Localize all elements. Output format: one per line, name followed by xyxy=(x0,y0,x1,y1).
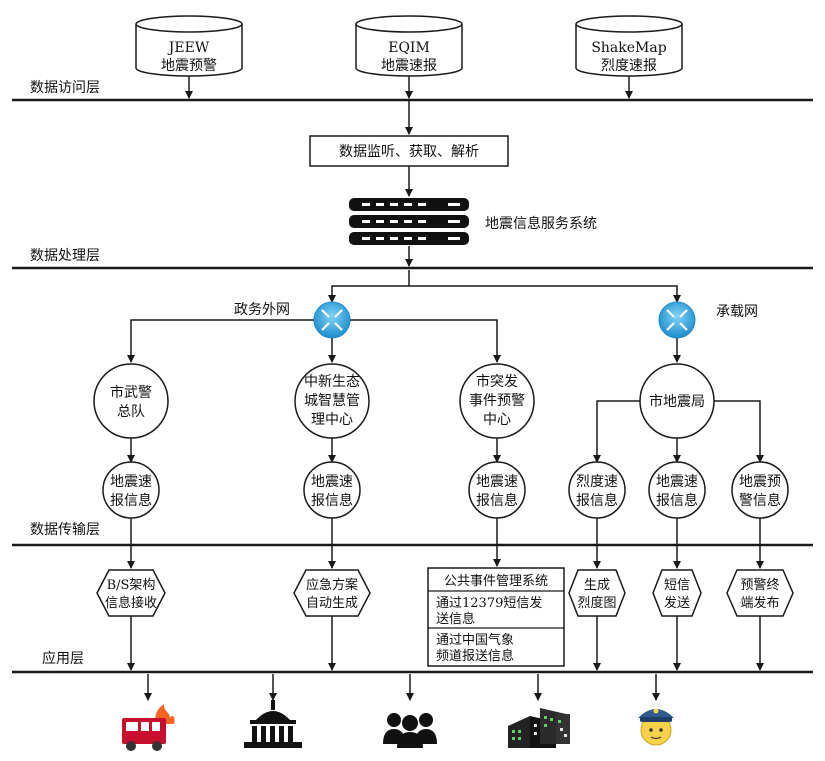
app-bs-receiver: B/S架构 信息接收 xyxy=(96,569,166,617)
message-node: 地震速 报信息 xyxy=(303,461,361,519)
layer-label-processing: 数据处理层 xyxy=(30,248,100,264)
svg-text:市地震局: 市地震局 xyxy=(649,393,705,410)
network-label-gov: 政务外网 xyxy=(234,302,290,318)
svg-text:总队: 总队 xyxy=(117,404,145,420)
source-jeew: JEEW 地震预警 xyxy=(135,15,243,77)
router-icon xyxy=(313,301,351,339)
svg-text:烈度速: 烈度速 xyxy=(576,474,618,490)
app-sms: 短信 发送 xyxy=(652,569,702,617)
source-desc: 烈度速报 xyxy=(601,58,657,74)
svg-text:地震速: 地震速 xyxy=(656,474,698,490)
message-node: 烈度速 报信息 xyxy=(568,461,626,519)
svg-text:城智慧管: 城智慧管 xyxy=(304,393,360,409)
app-arrows xyxy=(127,616,764,671)
agency-eco-city: 中新生态 城智慧管 理中心 xyxy=(294,363,370,439)
server-icon xyxy=(349,198,469,245)
svg-text:市武警: 市武警 xyxy=(110,384,152,401)
svg-text:发送: 发送 xyxy=(664,595,690,611)
svg-text:预警终: 预警终 xyxy=(740,577,779,593)
svg-text:B/S架构: B/S架构 xyxy=(107,578,156,593)
source-desc: 地震速报 xyxy=(381,58,437,74)
message-node: 地震速 报信息 xyxy=(102,461,160,519)
svg-text:自动生成: 自动生成 xyxy=(306,596,358,611)
svg-text:应急方案: 应急方案 xyxy=(306,577,358,593)
svg-text:地震速: 地震速 xyxy=(311,474,353,490)
network-label-carrier: 承载网 xyxy=(716,304,758,320)
svg-text:频道报送信息: 频道报送信息 xyxy=(436,648,514,664)
svg-text:理中心: 理中心 xyxy=(311,412,353,428)
message-node: 地震速 报信息 xyxy=(648,461,706,519)
server-label: 地震信息服务系统 xyxy=(485,215,597,232)
app-emergency-plan: 应急方案 自动生成 xyxy=(293,569,371,617)
source-name: JEEW xyxy=(167,40,210,56)
svg-text:报信息: 报信息 xyxy=(110,492,152,509)
svg-text:短信: 短信 xyxy=(664,578,690,593)
svg-text:警信息: 警信息 xyxy=(739,492,781,509)
people-group-icon xyxy=(383,713,437,748)
city-buildings-icon xyxy=(508,708,570,748)
router-arrows xyxy=(328,270,681,303)
endpoint-arrows xyxy=(144,674,660,701)
layer-label-transmission: 数据传输层 xyxy=(30,522,100,538)
svg-text:信息接收: 信息接收 xyxy=(105,595,157,611)
svg-text:地震速: 地震速 xyxy=(110,474,152,490)
system-title: 公共事件管理系统 xyxy=(444,574,548,589)
source-name: ShakeMap xyxy=(591,40,666,56)
app-intensity-map: 生成 烈度图 xyxy=(568,569,626,617)
svg-text:中心: 中心 xyxy=(483,412,511,428)
agency-armed-police: 市武警 总队 xyxy=(93,363,169,439)
app-terminal-release: 预警终 端发布 xyxy=(726,569,794,617)
monitor-label: 数据监听、获取、解析 xyxy=(339,144,479,160)
message-node: 地震速 报信息 xyxy=(468,461,526,519)
police-officer-icon xyxy=(638,708,674,746)
svg-text:通过12379短信发: 通过12379短信发 xyxy=(436,595,542,611)
svg-text:地震预: 地震预 xyxy=(739,474,781,490)
svg-text:市突发: 市突发 xyxy=(476,373,518,390)
public-event-system: 公共事件管理系统 通过12379短信发 送信息 通过中国气象 频道报送信息 xyxy=(427,567,565,667)
agency-emergency-center: 市突发 事件预警 中心 xyxy=(459,363,535,439)
svg-text:烈度图: 烈度图 xyxy=(577,595,616,611)
svg-text:报信息: 报信息 xyxy=(311,492,353,509)
layer-label-application: 应用层 xyxy=(42,650,84,667)
fire-truck-icon xyxy=(122,704,175,751)
svg-text:送信息: 送信息 xyxy=(436,611,475,627)
router-icon xyxy=(658,301,696,339)
svg-text:中新生态: 中新生态 xyxy=(304,374,360,390)
svg-text:报信息: 报信息 xyxy=(476,492,518,509)
source-desc: 地震预警 xyxy=(161,58,217,74)
svg-text:事件预警: 事件预警 xyxy=(469,393,525,409)
monitor-box: 数据监听、获取、解析 xyxy=(309,135,509,167)
message-node: 地震预 警信息 xyxy=(731,461,789,519)
agency-arrows xyxy=(127,400,764,463)
source-eqim: EQIM 地震速报 xyxy=(355,15,463,77)
agency-earthquake-bureau: 市地震局 xyxy=(639,363,715,439)
network-arrows xyxy=(127,319,681,363)
layer-lines xyxy=(12,98,813,674)
svg-text:报信息: 报信息 xyxy=(656,492,698,509)
layer-label-access: 数据访问层 xyxy=(30,80,100,96)
svg-text:通过中国气象: 通过中国气象 xyxy=(436,632,514,648)
source-shakemap: ShakeMap 烈度速报 xyxy=(575,15,683,77)
message-arrows xyxy=(127,518,764,569)
svg-text:生成: 生成 xyxy=(584,578,610,593)
svg-text:地震速: 地震速 xyxy=(476,474,518,490)
svg-text:报信息: 报信息 xyxy=(576,492,618,509)
source-arrows xyxy=(185,76,633,267)
government-building-icon xyxy=(244,700,302,748)
svg-text:端发布: 端发布 xyxy=(740,595,779,611)
source-name: EQIM xyxy=(388,40,430,56)
